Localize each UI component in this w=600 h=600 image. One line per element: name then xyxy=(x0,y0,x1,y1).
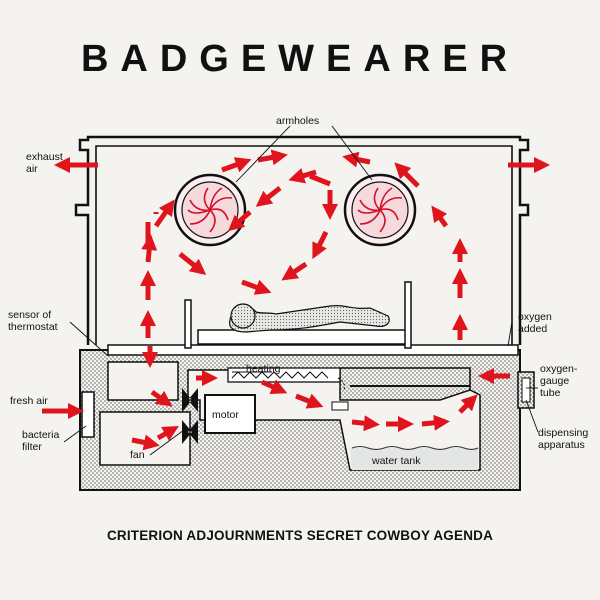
label-oxygen-added-1: oxygen xyxy=(518,311,552,323)
caption: CRITERION ADJOURNMENTS SECRET COWBOY AGE… xyxy=(106,528,494,543)
label-oxygen-gauge-2: gauge xyxy=(540,375,569,387)
label-water-tank: water tank xyxy=(371,455,421,467)
label-exhaust-air-2: air xyxy=(26,163,38,175)
label-bacteria-1: bacteria xyxy=(22,429,60,441)
label-armholes: armholes xyxy=(276,115,319,127)
leader-lines xyxy=(63,125,539,456)
airflow-arrows xyxy=(42,149,551,451)
label-sensor-1: sensor of xyxy=(8,309,51,321)
armhole-left xyxy=(173,173,247,247)
incubator-base xyxy=(79,349,535,491)
mattress-tray xyxy=(107,281,519,356)
label-heating: heating xyxy=(246,363,281,375)
label-oxygen-added-2: added xyxy=(518,323,547,335)
label-bacteria-2: filter xyxy=(22,441,42,453)
label-oxygen-gauge-1: oxygen- xyxy=(540,363,578,375)
label-fresh-air: fresh air xyxy=(10,395,48,407)
page-title: BADGEWEARER xyxy=(80,38,520,80)
armhole-right xyxy=(343,173,417,247)
label-dispensing-2: apparatus xyxy=(538,439,585,451)
infant-figure xyxy=(229,303,390,333)
label-exhaust-air-1: exhaust xyxy=(26,151,63,163)
label-fan: fan xyxy=(130,449,145,461)
incubator-hood xyxy=(74,135,530,345)
label-oxygen-gauge-3: tube xyxy=(540,387,561,399)
label-motor: motor xyxy=(212,409,239,421)
label-sensor-2: thermostat xyxy=(8,321,58,333)
label-dispensing-1: dispensing xyxy=(538,427,588,439)
